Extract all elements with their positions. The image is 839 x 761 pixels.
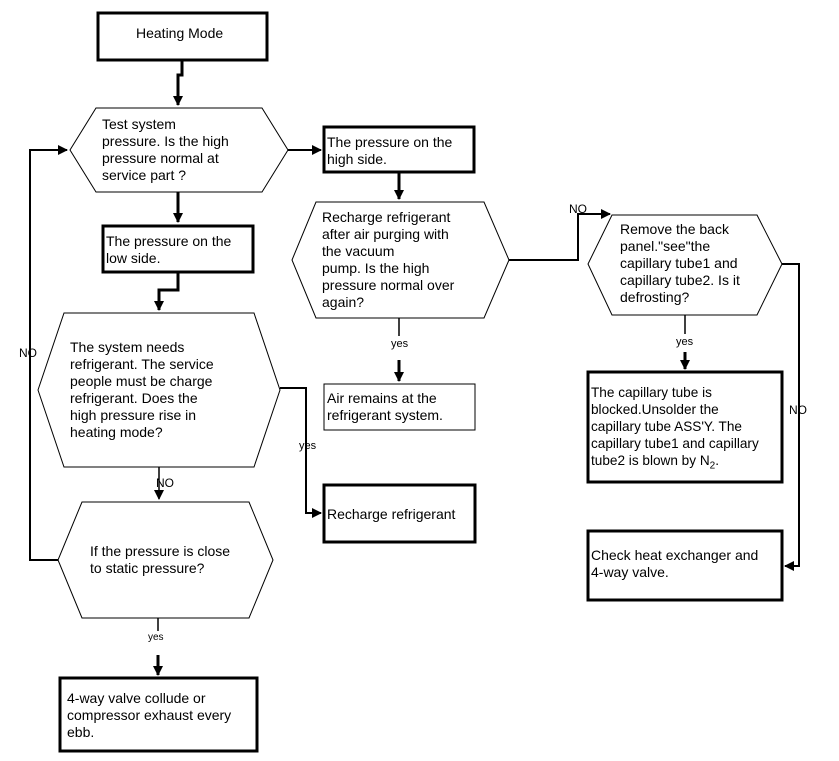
decision-system-needs-refrigerant: [37, 312, 281, 468]
capillary-blocked-subscript: 2: [709, 460, 716, 472]
remove-back-panel-text: Remove the back panel."see"the capillary…: [620, 221, 740, 305]
box-check-heat-exchanger: [586, 529, 784, 602]
decision-test-pressure: [69, 107, 289, 193]
box-recharge-refrigerant: [322, 483, 477, 544]
decision-recharge-after-purge: [291, 201, 510, 319]
recharge-after-purge-text: Recharge refrigerant after air purging w…: [322, 209, 455, 310]
box-capillary-blocked: [586, 370, 784, 484]
edge-needs-yes: [280, 387, 322, 518]
high-side-text: The pressure on the high side.: [327, 134, 453, 167]
label-no-right: NO: [789, 403, 807, 417]
label-yes-capillary: yes: [676, 336, 694, 348]
edge-recharge-no-panel: [509, 209, 611, 261]
label-no-mid: NO: [156, 476, 174, 490]
label-no-top: NO: [569, 202, 587, 216]
capillary-blocked-text: The capillary tube is blocked.Unsolder t…: [591, 384, 759, 475]
label-yes-air: yes: [391, 338, 409, 350]
air-remains-text: Air remains at the refrigerant system.: [327, 390, 443, 423]
label-yes-recharge: yes: [299, 440, 317, 452]
capillary-blocked-main: The capillary tube is blocked.Unsolder t…: [591, 385, 759, 468]
test-pressure-text: Test system pressure. Is the high pressu…: [102, 116, 229, 183]
recharge-refrigerant-text: Recharge refrigerant: [327, 506, 456, 522]
capillary-blocked-end: .: [715, 453, 719, 468]
box-air-remains: [323, 383, 476, 431]
box-four-way-valve: [58, 676, 259, 753]
low-side-text: The pressure on the low side.: [106, 233, 232, 266]
edge-static-no-loop: [29, 145, 68, 561]
decision-remove-back-panel: [587, 214, 783, 316]
system-needs-refrigerant-text: The system needs refrigerant. The servic…: [70, 339, 214, 440]
check-heat-exchanger-text: Check heat exchanger and 4-way valve.: [591, 547, 759, 580]
edge-heating-to-test: [173, 60, 184, 106]
four-way-valve-text: 4-way valve collude or compressor exhaus…: [67, 690, 232, 740]
label-yes-valve: yes: [148, 632, 164, 643]
edge-panel-no-check: [782, 263, 800, 571]
label-no-left: NO: [19, 346, 37, 360]
heating-mode-text: Heating Mode: [136, 25, 224, 41]
edge-low-to-needs: [154, 272, 180, 311]
close-to-static-text: If the pressure is close to static press…: [90, 543, 231, 576]
